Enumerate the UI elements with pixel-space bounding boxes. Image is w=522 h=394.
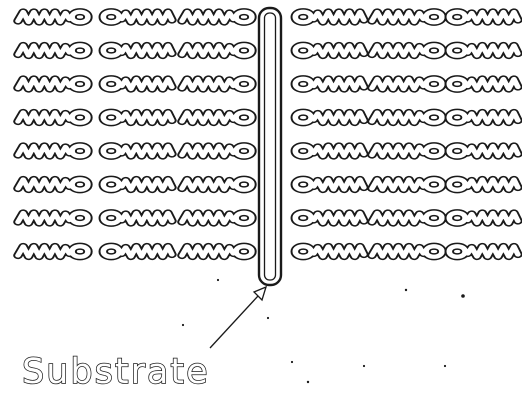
molecule-left-r7-c2 [103,213,172,224]
molecule-left-r8-c2 [103,246,172,257]
arrow-shaft [210,296,258,348]
molecule-left-r7-c3 [182,213,252,224]
molecule-left-r3-c1 [18,79,88,90]
molecule-left-r6-c3 [182,179,252,190]
substrate [259,8,281,285]
right-molecule-layer [295,12,518,257]
molecule-right-r4-c1 [295,112,364,123]
specks [182,279,465,383]
molecule-left-r4-c1 [18,112,88,123]
molecule-right-r4-c2 [372,112,442,123]
molecule-right-r8-c1 [295,246,364,257]
molecule-right-r7-c1 [295,213,364,224]
molecule-right-r2-c3 [449,45,518,56]
molecule-left-r2-c3 [182,45,252,56]
speck [363,365,365,367]
left-molecule-layer [18,12,252,257]
molecule-right-r3-c2 [372,79,442,90]
molecule-right-r6-c1 [295,179,364,190]
molecule-right-r2-c2 [372,45,442,56]
molecule-left-r8-c1 [18,246,88,257]
molecule-left-r1-c3 [182,12,252,23]
speck [444,365,446,367]
speck [267,317,269,319]
molecule-right-r4-c3 [449,112,518,123]
molecule-left-r5-c2 [103,146,172,157]
substrate-arrow [210,287,266,348]
molecule-left-r4-c3 [182,112,252,123]
molecule-right-r1-c1 [295,12,364,23]
molecule-left-r7-c1 [18,213,88,224]
molecule-left-r3-c3 [182,79,252,90]
molecule-right-r8-c2 [372,246,442,257]
molecule-left-r6-c2 [103,179,172,190]
molecule-left-r5-c1 [18,146,88,157]
molecule-left-r3-c2 [103,79,172,90]
molecule-left-r2-c2 [103,45,172,56]
speck [217,279,219,281]
molecule-left-r6-c1 [18,179,88,190]
molecule-right-r5-c1 [295,146,364,157]
speck [461,294,465,298]
molecule-right-r2-c1 [295,45,364,56]
molecule-left-r2-c1 [18,45,88,56]
molecule-left-r8-c3 [182,246,252,257]
molecule-right-r1-c3 [449,12,518,23]
molecule-right-r6-c3 [449,179,518,190]
molecule-right-r6-c2 [372,179,442,190]
speck [182,324,184,326]
substrate-bar [259,8,281,285]
speck [307,381,309,383]
molecule-right-r7-c3 [449,213,518,224]
molecule-left-r1-c2 [103,12,172,23]
molecule-left-r1-c1 [18,12,88,23]
molecule-left-r4-c2 [103,112,172,123]
speck [291,361,293,363]
molecule-right-r1-c2 [372,12,442,23]
molecule-right-r3-c1 [295,79,364,90]
substrate-label: Substrate [22,352,210,392]
molecule-right-r8-c3 [449,246,518,257]
molecule-right-r3-c3 [449,79,518,90]
speck [405,289,407,291]
molecule-right-r7-c2 [372,213,442,224]
molecule-right-r5-c3 [449,146,518,157]
molecule-right-r5-c2 [372,146,442,157]
molecule-left-r5-c3 [182,146,252,157]
